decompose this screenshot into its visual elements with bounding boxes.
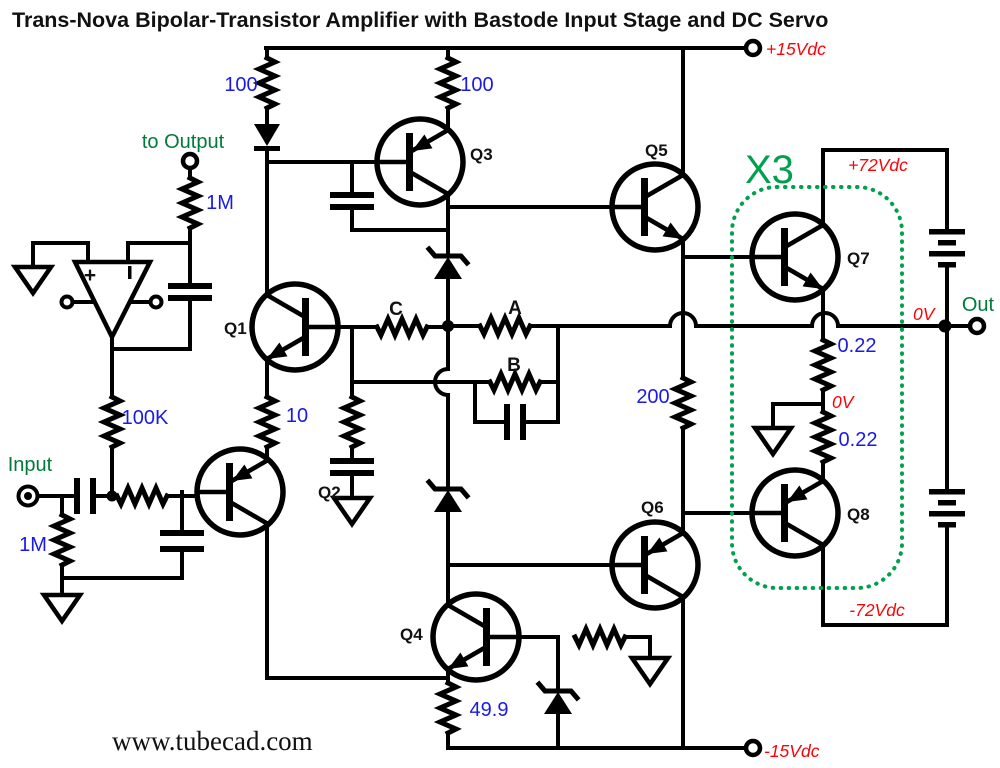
out-0v-label: 0V	[913, 304, 937, 324]
r1m-servo-value: 1M	[206, 192, 234, 214]
battery-minus72	[929, 489, 965, 528]
zener-middle	[429, 482, 467, 512]
battery-plus72	[929, 229, 965, 268]
q1-label: Q1	[224, 319, 247, 338]
to-output-terminal	[183, 154, 197, 168]
transistor-q4	[433, 594, 519, 680]
resistor-022-bottom	[815, 412, 831, 462]
to-output-label: to Output	[142, 131, 225, 153]
resistor-zobel	[344, 397, 360, 447]
wires	[31, 46, 972, 750]
resistor-b	[490, 374, 540, 390]
input-jack	[16, 484, 40, 508]
zener-q4-bias	[539, 684, 577, 714]
transistor-q8	[752, 470, 838, 556]
r022-top-value: 0.22	[838, 335, 877, 357]
q8-label: Q8	[847, 505, 870, 524]
opamp-power-pin-left	[59, 294, 75, 310]
zobel-cap	[330, 458, 374, 476]
q3-label: Q3	[470, 145, 493, 164]
r100k-value: 100K	[122, 407, 169, 429]
resistor-100k-servo	[104, 397, 120, 447]
input-node-dot	[106, 490, 118, 502]
q2-base-cap	[160, 530, 204, 552]
opamp-plus-input: +	[84, 264, 96, 287]
bias-diode	[254, 124, 280, 151]
q7-label: Q7	[847, 249, 870, 268]
zener-top	[429, 249, 467, 279]
output-stage-x3-box	[730, 185, 904, 590]
feedback-a-label: A	[508, 298, 522, 319]
transistor-q7	[752, 214, 838, 300]
resistor-100-left	[259, 58, 275, 108]
input-coupling-cap	[74, 478, 96, 514]
r100-right-value: 100	[460, 74, 493, 96]
out-terminal	[970, 319, 984, 333]
resistor-1m-servo	[182, 178, 198, 228]
ground-output-mid-icon	[755, 428, 791, 454]
r100-left-value: 100	[224, 74, 257, 96]
servo-feedback-cap	[168, 283, 212, 301]
q2-label: Q2	[318, 483, 341, 502]
transistor-q1	[252, 284, 338, 370]
resistor-1m-input	[54, 515, 70, 565]
output-node-dot	[938, 319, 952, 333]
feedback-b-label: B	[507, 355, 521, 376]
ground-input-icon	[44, 595, 80, 621]
q4-label: Q4	[400, 625, 423, 644]
capacitors	[74, 192, 526, 552]
opamp-minus-input	[128, 266, 132, 279]
miller-cap	[330, 192, 374, 210]
resistor-100-right	[440, 58, 456, 108]
feedback-b-cap	[504, 404, 526, 440]
resistor-a	[480, 318, 530, 334]
x3-label: X3	[745, 148, 794, 192]
resistor-input-series	[117, 488, 167, 504]
out-label: Out	[962, 294, 995, 316]
resistor-200	[675, 378, 691, 428]
watermark: www.tubecad.com	[112, 726, 313, 756]
transistor-q5	[612, 164, 698, 250]
feedback-c-label: C	[389, 299, 403, 320]
plus15-terminal	[746, 41, 760, 55]
transistor-q2	[197, 449, 283, 535]
resistor-022-top	[815, 340, 831, 390]
center-node-dot	[442, 320, 454, 332]
opamp-dc-servo: +	[59, 259, 164, 343]
r1m-input-value: 1M	[19, 534, 47, 556]
minus15-terminal	[746, 741, 760, 755]
input-label: Input	[8, 454, 53, 476]
transistor-q3	[377, 119, 463, 205]
resistor-c	[377, 319, 427, 335]
ground-q4-icon	[632, 658, 668, 684]
r10-value: 10	[286, 405, 308, 427]
minus15-label: -15Vdc	[764, 741, 820, 761]
r200-value: 200	[636, 386, 669, 408]
resistor-499	[440, 683, 456, 733]
resistor-q4-base	[575, 629, 625, 645]
q6-label: Q6	[641, 498, 664, 517]
q5-label: Q5	[645, 141, 668, 160]
ground-opamp-icon	[15, 267, 51, 293]
transistor-q6	[612, 522, 698, 608]
minus72-label: -72Vdc	[849, 600, 905, 620]
resistor-10-bastode	[259, 397, 275, 447]
page-title: Trans-Nova Bipolar-Transistor Amplifier …	[12, 8, 828, 32]
mid-0v-label: 0V	[832, 392, 856, 412]
r499-value: 49.9	[470, 699, 509, 721]
r022-bottom-value: 0.22	[839, 429, 878, 451]
opamp-power-pin-right	[148, 294, 164, 310]
plus15-label: +15Vdc	[766, 39, 826, 59]
plus72-label: +72Vdc	[848, 155, 908, 175]
